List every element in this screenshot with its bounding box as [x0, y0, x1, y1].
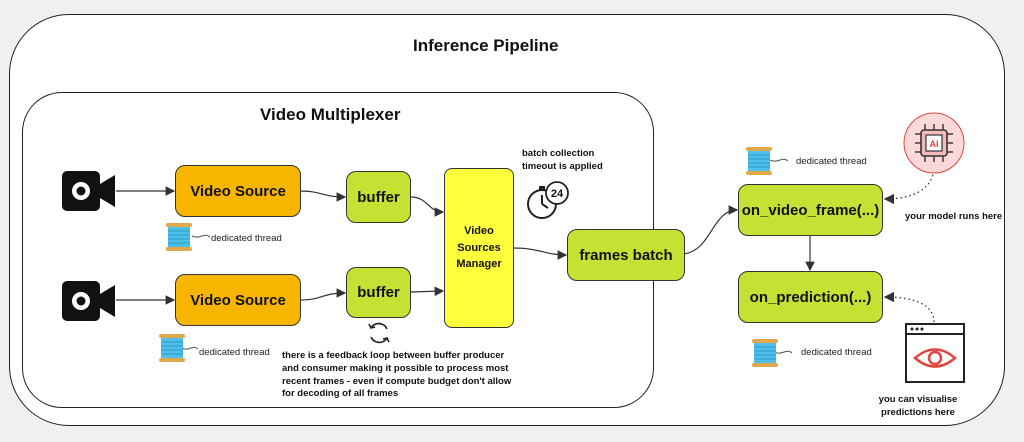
model-runs-note: your model runs here [905, 211, 1003, 222]
video-source-1[interactable]: Video Source [175, 165, 301, 217]
frames-batch[interactable]: frames batch [567, 229, 685, 281]
feedback-loop-note: there is a feedback loop between buffer … [282, 350, 512, 400]
buffer-2[interactable]: buffer [346, 267, 411, 318]
camera-icon [62, 280, 116, 322]
pipeline-title: Inference Pipeline [413, 36, 559, 55]
buffer-1[interactable]: buffer [346, 171, 411, 223]
thread-note-onvideoframe: dedicated thread [796, 156, 867, 167]
on-video-frame-callback[interactable]: on_video_frame(...) [738, 184, 883, 236]
chip-label: AI [930, 139, 939, 149]
multiplexer-title: Video Multiplexer [260, 105, 401, 124]
visualise-note: you can visualise predictions here [878, 394, 958, 418]
thread-spool-icon [744, 146, 774, 176]
thread-note-source-1: dedicated thread [211, 233, 282, 244]
camera-icon [62, 170, 116, 212]
ai-chip-icon: AI [903, 112, 965, 174]
thread-note-source-2: dedicated thread [199, 347, 270, 358]
timer-icon: 24 [524, 180, 570, 222]
video-source-2[interactable]: Video Source [175, 274, 301, 326]
thread-note-onprediction: dedicated thread [801, 347, 872, 358]
on-prediction-callback[interactable]: on_prediction(...) [738, 271, 883, 323]
video-sources-manager[interactable]: Video Sources Manager [444, 168, 514, 328]
browser-eye-icon [905, 323, 965, 383]
batch-timeout-note: batch collection timeout is applied [522, 148, 603, 172]
refresh-cycle-icon [366, 320, 392, 346]
timer-value: 24 [551, 188, 564, 200]
thread-spool-icon [164, 222, 194, 252]
thread-spool-icon [750, 338, 780, 368]
thread-spool-icon [157, 333, 187, 363]
